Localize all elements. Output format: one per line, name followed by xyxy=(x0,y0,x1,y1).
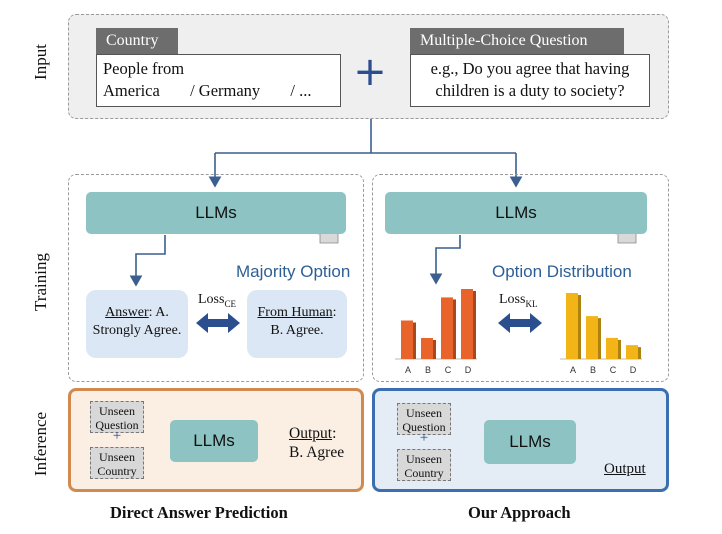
country-line-2: America / Germany / ... xyxy=(103,80,334,102)
human-line-1: From Human: xyxy=(257,305,337,320)
option-distribution-title: Option Distribution xyxy=(492,262,632,281)
country-america: America xyxy=(103,81,160,100)
input-to-training-connector xyxy=(208,119,523,188)
answer-prefix: Answer xyxy=(105,305,149,320)
chart-bar-side-D xyxy=(638,347,641,359)
input-side-label: Input xyxy=(31,44,50,80)
output-answer: Output: B. Agree xyxy=(289,425,345,461)
human-prefix: From Human xyxy=(257,305,333,320)
answer-option: : A. xyxy=(148,305,169,320)
chart-tick-label: C xyxy=(445,365,452,375)
loss-ce-double-arrow xyxy=(196,313,240,333)
chart-tick-label: C xyxy=(610,365,617,375)
question-line-1: e.g., Do you agree that having xyxy=(430,59,630,78)
country-line-1: People from xyxy=(103,59,185,78)
chart-bar-C xyxy=(606,337,618,359)
country-tag: Country xyxy=(96,28,178,54)
output-value: B. Agree xyxy=(289,444,345,461)
chart-bar-C xyxy=(441,297,453,359)
answer-box: Answer: A. Strongly Agree. xyxy=(86,290,188,358)
chart-tick-label: D xyxy=(465,365,472,375)
country-box: People from America / Germany / ... xyxy=(96,54,341,107)
human-line-2: B. Agree. xyxy=(270,323,324,338)
question-box: e.g., Do you agree that having children … xyxy=(410,54,650,107)
answer-line-1: Answer: A. xyxy=(86,304,188,322)
inference-right-llm-block: LLMs xyxy=(484,420,576,464)
training-side-label: Training xyxy=(31,253,50,311)
majority-option-title: Majority Option xyxy=(236,262,351,281)
input-plus-sign: + xyxy=(353,49,387,95)
chart-bar-side-B xyxy=(433,340,436,359)
human-answer-box: From Human: B. Agree. xyxy=(247,290,347,358)
training-right-llm-block: LLMs xyxy=(385,192,647,234)
chart-tick-label: B xyxy=(425,365,431,375)
training-left-llm-block: LLMs xyxy=(86,192,346,234)
caption-direct-answer-prediction: Direct Answer Prediction xyxy=(110,503,288,522)
country-more: / ... xyxy=(290,81,312,100)
question-tag: Multiple-Choice Question xyxy=(410,28,624,54)
loss-kl-label: LossKL xyxy=(499,292,538,309)
caption-our-approach: Our Approach xyxy=(468,503,571,522)
chart-bar-side-B xyxy=(598,318,601,359)
inference-plus-sign: + xyxy=(112,428,122,444)
chart-bar-D xyxy=(461,289,473,359)
option-distribution-chart-model: A B C D xyxy=(395,289,477,375)
chart-tick-label: B xyxy=(590,365,596,375)
chart-bar-D xyxy=(626,345,638,359)
inference-side-label: Inference xyxy=(31,411,50,477)
chart-tick-label: D xyxy=(630,365,637,375)
inference-plus-sign: + xyxy=(419,430,429,446)
chart-tick-label: A xyxy=(405,365,411,375)
chart-bar-side-C xyxy=(453,299,456,359)
chart-bar-side-A xyxy=(413,322,416,359)
chart-bar-side-D xyxy=(473,291,476,359)
answer-line-2: Strongly Agree. xyxy=(92,323,182,338)
chart-bar-side-A xyxy=(578,295,581,359)
chart-bar-B xyxy=(586,316,598,359)
output-label: Output xyxy=(604,461,646,477)
chart-bar-A xyxy=(566,293,578,359)
inference-left-llm-block: LLMs xyxy=(170,420,258,462)
country-germany: / Germany xyxy=(190,81,261,100)
training-right-panel xyxy=(372,174,669,382)
chart-bar-B xyxy=(421,338,433,359)
training-right-arrow xyxy=(429,235,461,285)
chart-tick-label: A xyxy=(570,365,576,375)
chart-bar-side-C xyxy=(618,339,621,359)
loss-ce-label: LossCE xyxy=(198,292,236,309)
chart-bar-A xyxy=(401,320,413,359)
training-left-arrow xyxy=(129,235,166,287)
output-label: Output xyxy=(289,425,333,442)
training-left-panel xyxy=(68,174,364,382)
loss-kl-double-arrow xyxy=(498,313,542,333)
option-distribution-chart-human: A B C D xyxy=(560,293,642,375)
question-line-2: children is a duty to society? xyxy=(435,81,625,100)
